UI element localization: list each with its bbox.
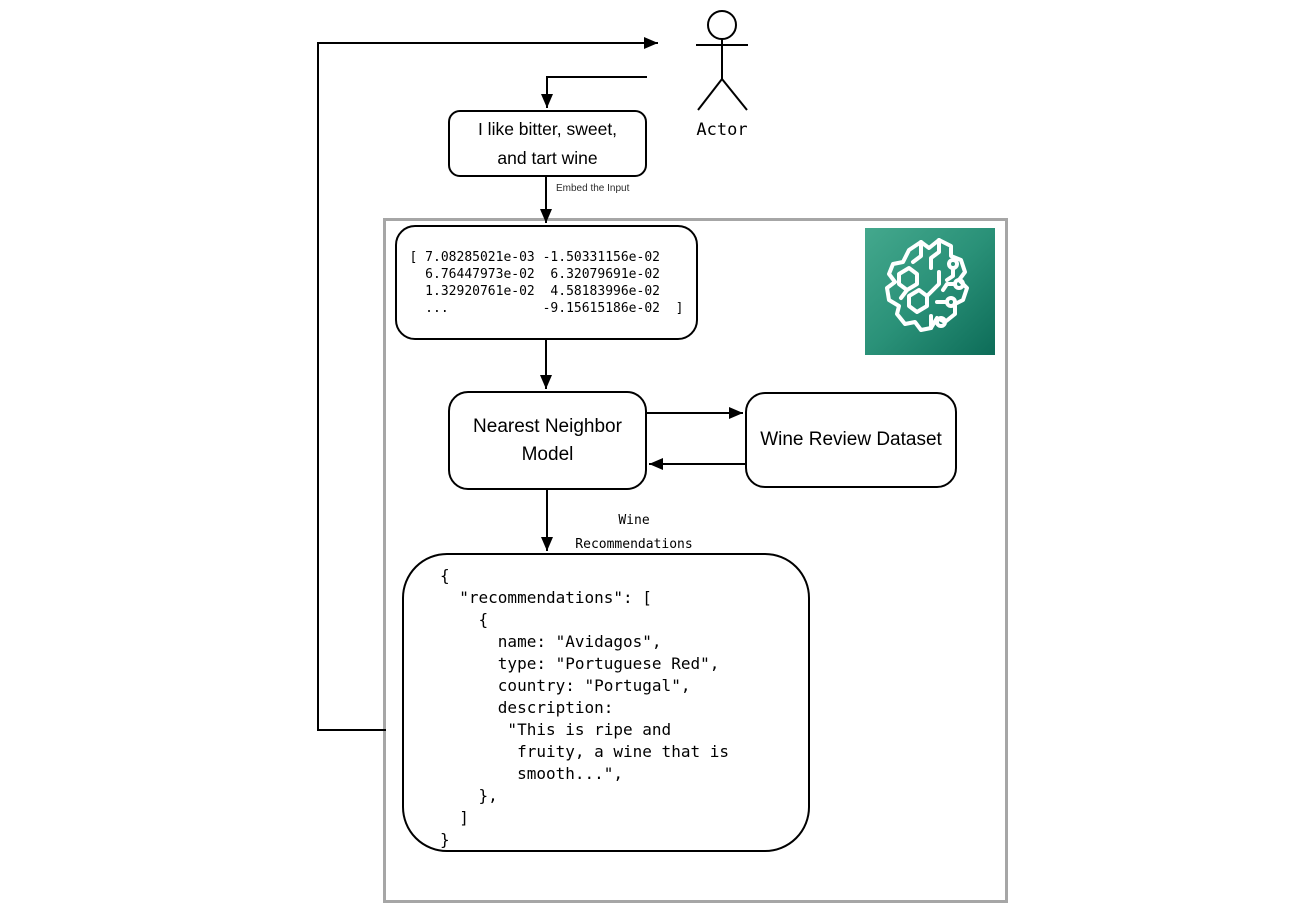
actor-label: Actor: [696, 120, 748, 140]
edge-actor-to-user-message: [541, 76, 647, 108]
recommendations-edge-label: Wine Recommendations: [575, 513, 693, 552]
model-text: Nearest Neighbor Model: [473, 415, 622, 465]
user-message-text: I like bitter, sweet, and tart wine: [477, 118, 618, 168]
edge-output-loop-to-actor: [317, 37, 658, 731]
actor-head: [707, 10, 737, 40]
user-message-box: I like bitter, sweet, and tart wine: [448, 110, 647, 177]
brain-circuit-icon-svg: [865, 228, 995, 355]
actor-leg-right: [721, 78, 748, 111]
output-json-text: { "recommendations": [ { name: "Avidagos…: [440, 566, 729, 849]
actor-leg-left: [697, 78, 723, 111]
brain-icon-drawing: [885, 238, 969, 332]
brain-circuit-icon: [865, 228, 995, 355]
embedding-vector-text: [ 7.08285021e-03 -1.50331156e-02 6.76447…: [409, 249, 684, 316]
model-box: Nearest Neighbor Model: [448, 391, 647, 490]
dataset-text: Wine Review Dataset: [760, 429, 942, 450]
output-box: { "recommendations": [ { name: "Avidagos…: [402, 553, 810, 852]
dataset-box: Wine Review Dataset: [745, 392, 957, 488]
actor-figure: [696, 10, 748, 111]
embedding-vector-box: [ 7.08285021e-03 -1.50331156e-02 6.76447…: [395, 225, 698, 340]
embed-edge-label: Embed the Input: [556, 183, 630, 194]
